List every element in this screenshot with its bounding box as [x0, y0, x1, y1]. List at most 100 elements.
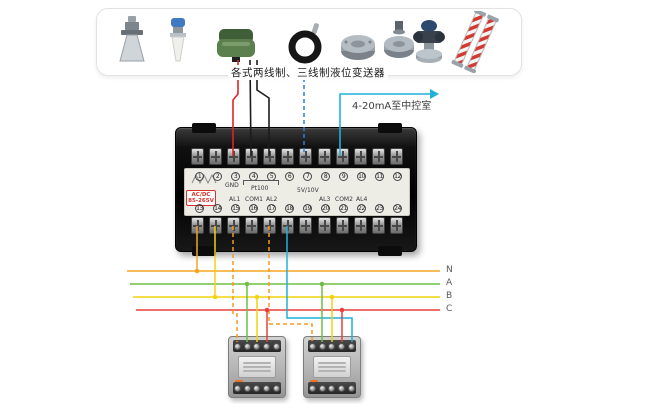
- phase-label-a: A: [446, 278, 453, 288]
- terminal-screw: [389, 217, 403, 234]
- contactor-screw: [253, 384, 261, 392]
- terminal-number-top: 8: [321, 172, 330, 181]
- terminal-number-top: 6: [285, 172, 294, 181]
- al1-label: AL1: [229, 196, 241, 203]
- terminal-number-top: 9: [339, 172, 348, 181]
- terminal-screw: [191, 217, 204, 234]
- level-controller: 1 2 3 4 5 6 7 8 9 10 11 12 GND Pt100 5V/…: [175, 123, 417, 256]
- contactor-screw: [253, 342, 261, 350]
- contactor-screw: [243, 342, 251, 350]
- terminal-screw: [263, 217, 277, 234]
- gnd-label: GND: [225, 182, 239, 189]
- contactor-screw: [347, 384, 355, 392]
- junction-dot: [339, 307, 345, 313]
- terminal-screw: [389, 148, 403, 165]
- mount-clamp: [378, 123, 402, 133]
- terminal-number-bottom: 16: [249, 204, 258, 213]
- terminal-screw: [317, 148, 331, 165]
- terminal-screw: [317, 217, 331, 234]
- bottom-terminal-row: [191, 217, 403, 234]
- contactor-nameplate: [238, 356, 276, 378]
- flange-icon: [341, 35, 375, 60]
- junction-dot: [319, 281, 325, 287]
- terminal-screw: [353, 148, 367, 165]
- junction-dot: [254, 294, 260, 300]
- transmitter-gallery: [96, 8, 522, 76]
- junction-dot: [329, 294, 335, 300]
- mount-clamp: [378, 246, 402, 256]
- contactor-screw: [272, 384, 280, 392]
- terminal-number-top: 7: [303, 172, 312, 181]
- flange-transmitter-icon: [384, 21, 414, 58]
- output-to-control-room-label: 4-20mA至中控室: [352, 101, 432, 112]
- top-terminal-row: [191, 148, 403, 165]
- terminal-number-bottom: 18: [285, 204, 294, 213]
- terminal-number-bottom: 19: [303, 204, 312, 213]
- pt100-bracket: [243, 180, 279, 185]
- terminal-screw: [281, 148, 295, 165]
- contactor-left: [228, 336, 286, 398]
- contactor-screw: [338, 384, 346, 392]
- terminal-number-top: 10: [357, 172, 366, 181]
- terminal-number-bottom: 17: [267, 204, 276, 213]
- terminal-screw: [371, 217, 385, 234]
- contactor-right: [303, 336, 361, 398]
- junction-dot: [194, 268, 200, 274]
- contactor-screw: [263, 384, 271, 392]
- terminal-number-bottom: 23: [375, 204, 384, 213]
- terminal-number-bottom: 20: [321, 204, 330, 213]
- com1-label: COM1: [245, 196, 263, 203]
- contactor-top-terminals: [308, 340, 356, 352]
- contactor-screw: [318, 342, 326, 350]
- terminal-screw: [371, 148, 385, 165]
- phase-label-b: B: [446, 291, 453, 301]
- contactor-screw: [338, 342, 346, 350]
- terminal-screw: [245, 217, 259, 234]
- terminal-number-bottom: 24: [393, 204, 402, 213]
- contactor-screw: [243, 384, 251, 392]
- al3-label: AL3: [319, 196, 331, 203]
- compact-level-transmitter-icon: [217, 29, 255, 62]
- power-rating-label: AC/DC 85-265V: [186, 190, 216, 206]
- radar-level-sensor-icon: [119, 16, 145, 62]
- terminal-number-bottom: 15: [231, 204, 240, 213]
- gallery-caption: 各式两线制、三线制液位变送器: [228, 65, 388, 80]
- terminal-screw: [209, 148, 223, 165]
- contactor-screw: [309, 384, 317, 392]
- junction-dot: [244, 281, 250, 287]
- terminal-panel: 1 2 3 4 5 6 7 8 9 10 11 12 GND Pt100 5V/…: [184, 168, 410, 216]
- terminal-screw: [299, 148, 313, 165]
- terminal-number-top: 11: [375, 172, 384, 181]
- mount-clamp: [192, 123, 216, 133]
- contactor-screw: [309, 342, 317, 350]
- signal-cable-icon: [288, 23, 322, 64]
- output-arrowhead-icon: [430, 89, 439, 99]
- terminal-number-top: 3: [231, 172, 240, 181]
- phase-label-n: N: [446, 265, 453, 275]
- al4-label: AL4: [356, 196, 368, 203]
- magnetic-level-gauge-icon: [451, 11, 499, 73]
- signal-label: 5V/10V: [297, 187, 319, 194]
- contactor-nameplate: [313, 356, 351, 378]
- contactor-screw: [234, 342, 242, 350]
- terminal-number-bottom: 22: [357, 204, 366, 213]
- mount-clamp: [192, 246, 216, 256]
- contactor-screw: [263, 342, 271, 350]
- al2-label: AL2: [266, 196, 278, 203]
- pt100-label: Pt100: [251, 185, 269, 192]
- junction-dot: [212, 294, 218, 300]
- terminal-screw: [353, 217, 367, 234]
- terminal-screw: [281, 217, 295, 234]
- contactor-screw: [347, 342, 355, 350]
- contactor-bottom-terminals: [308, 382, 356, 394]
- ultrasonic-level-sensor-icon: [170, 18, 186, 62]
- contactor-screw: [272, 342, 280, 350]
- terminal-screw: [299, 217, 313, 234]
- terminal-number-top: 2: [213, 172, 222, 181]
- terminal-screw: [191, 148, 204, 165]
- terminal-screw: [209, 217, 223, 234]
- contactor-top-terminals: [233, 340, 281, 352]
- junction-dot: [264, 307, 270, 313]
- terminal-screw: [335, 148, 349, 165]
